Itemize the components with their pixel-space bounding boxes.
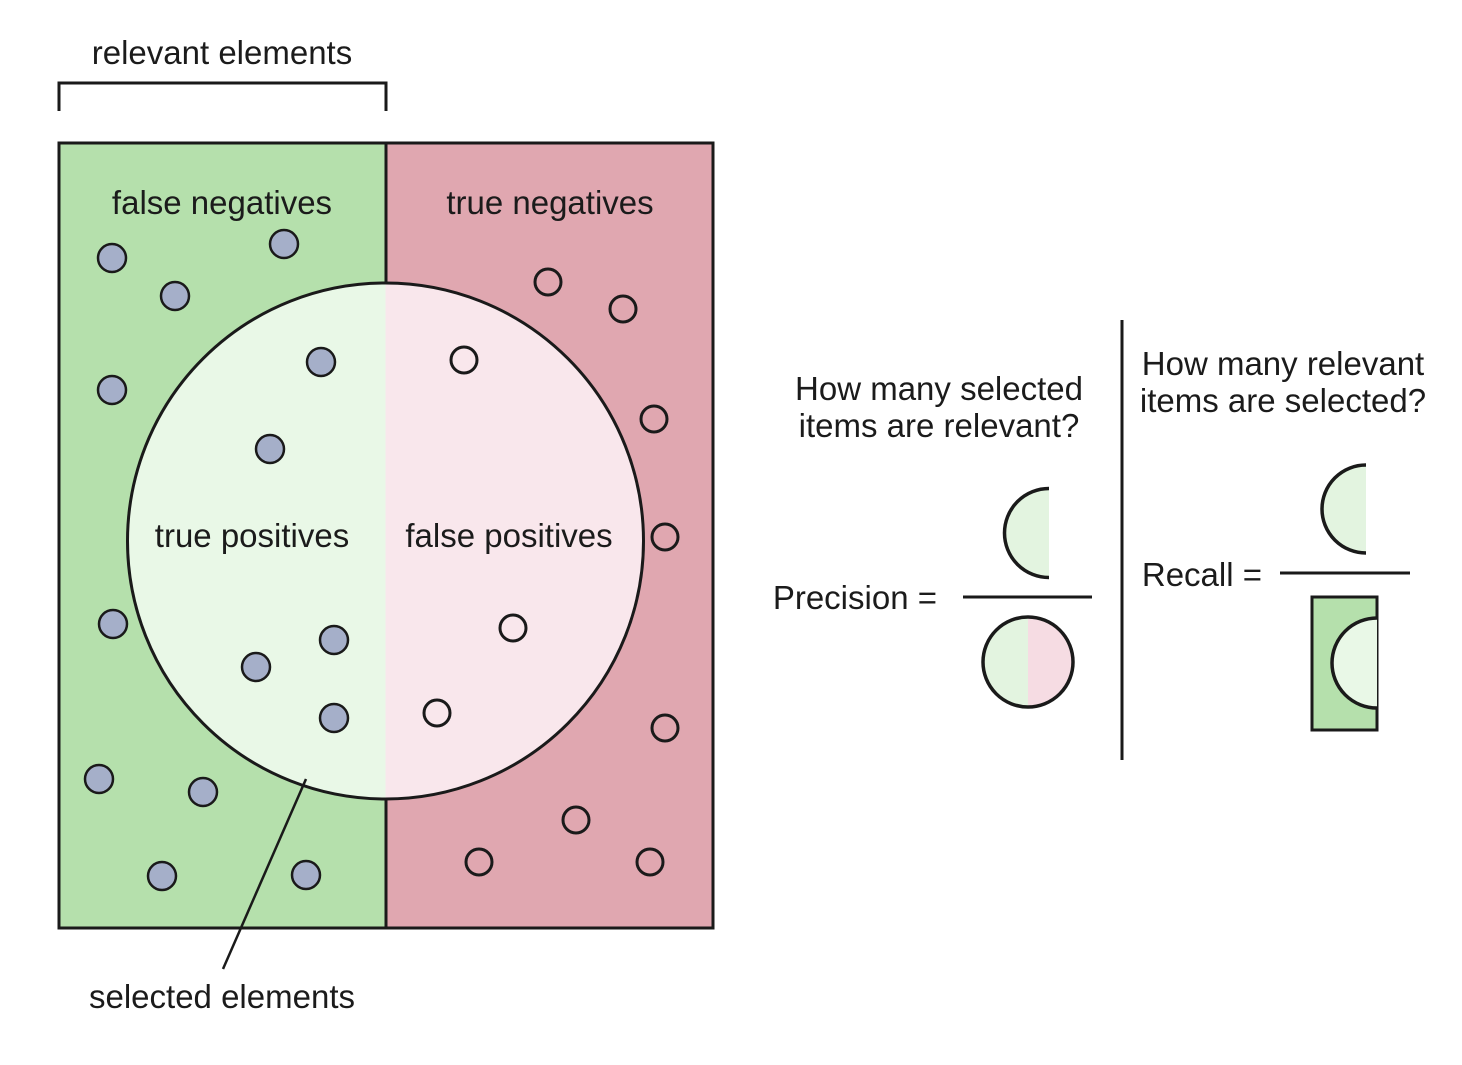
element-dot	[650, 522, 680, 552]
element-dot	[240, 651, 272, 683]
element-dot	[254, 433, 286, 465]
element-dot	[187, 776, 219, 808]
precision-question-line1: How many selected	[795, 370, 1083, 407]
false-positive-dots	[422, 345, 528, 728]
recall-numerator-half-circle-icon	[1320, 463, 1367, 555]
precision-denominator-left-half	[983, 617, 1028, 707]
element-dot	[533, 267, 563, 297]
precision-denominator-right-half	[1028, 617, 1073, 707]
true-negative-dots	[464, 267, 680, 877]
precision-denominator-outline	[981, 615, 1075, 709]
true-negatives-label: true negatives	[446, 184, 653, 221]
element-dot	[146, 860, 178, 892]
relevant-elements-label: relevant elements	[92, 34, 352, 71]
selected-pointer-line	[221, 778, 308, 970]
element-dot	[96, 374, 128, 406]
precision-numerator-half-circle-icon	[1002, 486, 1050, 580]
element-dot	[561, 805, 591, 835]
recall-question-line1: How many relevant	[1142, 345, 1424, 382]
element-dot	[639, 404, 669, 434]
element-dot	[318, 702, 350, 734]
element-dot	[96, 242, 128, 274]
element-dot	[97, 608, 129, 640]
false-positives-label: false positives	[405, 517, 612, 554]
element-dot	[290, 859, 322, 891]
precision-label: Precision =	[773, 579, 937, 616]
element-dot	[650, 713, 680, 743]
selected-circle-outline	[126, 281, 645, 801]
true-positives-region	[127, 283, 386, 799]
element-dot	[318, 624, 350, 656]
recall-label: Recall =	[1142, 556, 1262, 593]
recall-question-line2: items are selected?	[1140, 382, 1426, 419]
selected-elements-label: selected elements	[89, 978, 355, 1015]
element-dot	[305, 346, 337, 378]
element-dot	[159, 280, 191, 312]
element-dot	[464, 847, 494, 877]
true-positive-dots	[240, 346, 350, 734]
true-positives-label: true positives	[155, 517, 349, 554]
element-dot	[635, 847, 665, 877]
relevant-bracket	[57, 81, 388, 111]
outer-rect-outline	[57, 141, 715, 930]
element-dot	[83, 763, 115, 795]
false-positives-region	[385, 283, 644, 799]
false-negatives-label: false negatives	[112, 184, 332, 221]
element-dot	[449, 345, 479, 375]
element-dot	[422, 698, 452, 728]
precision-question-line2: items are relevant?	[799, 407, 1080, 444]
element-dot	[608, 294, 638, 324]
false-negative-dots	[83, 228, 322, 892]
recall-denominator-half-circle-icon	[1330, 616, 1378, 710]
element-dot	[498, 613, 528, 643]
element-dot	[268, 228, 300, 260]
